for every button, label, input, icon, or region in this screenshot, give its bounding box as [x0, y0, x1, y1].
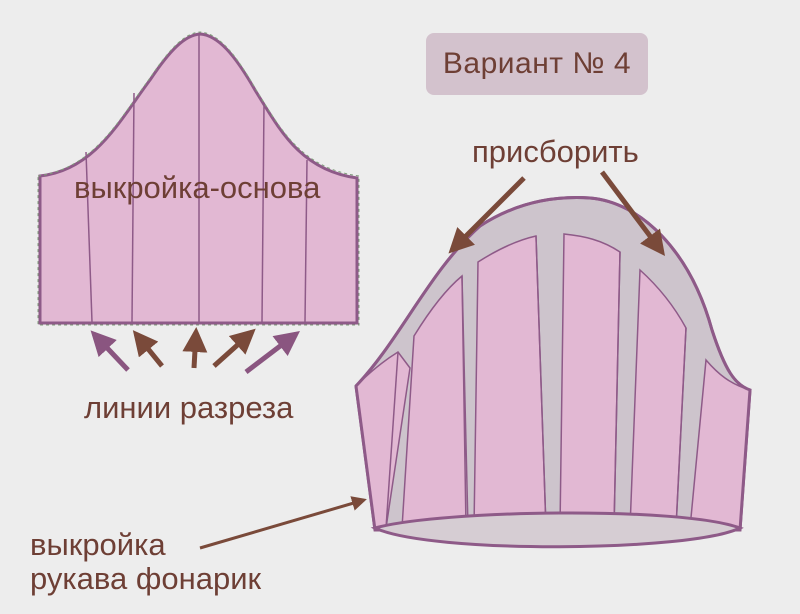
lantern-hem [370, 511, 744, 549]
gather-arrow-right [600, 170, 665, 256]
lantern-left-side [354, 385, 377, 531]
lantern-pointer-arrow [199, 496, 367, 550]
cut-line-arrows [90, 327, 300, 374]
lantern-divider-2 [461, 275, 469, 529]
cut-arrow-3 [182, 327, 208, 369]
base-sleeve-pattern [37, 31, 360, 326]
lantern-panel-3 [473, 235, 547, 529]
cut-arrow-2 [132, 330, 164, 368]
cut-arrow-5 [244, 330, 300, 374]
cut-line-5 [304, 159, 308, 323]
lantern-divider-3 [535, 235, 547, 529]
lantern-divider-4 [613, 251, 621, 529]
lantern-panel-4 [559, 233, 621, 529]
lantern-divider-1 [385, 351, 399, 529]
lantern-panel-2 [401, 274, 467, 529]
gather-arrow-left [448, 176, 526, 254]
base-pattern-label: выкройка-основа [74, 170, 321, 205]
lantern-outline [354, 196, 752, 531]
lantern-sleeve-label: выкройка рукава фонарик [30, 528, 261, 596]
cut-lines-label: линии разреза [84, 390, 294, 425]
lantern-label-line-2: рукава фонарик [30, 561, 262, 596]
cut-line-2 [131, 92, 135, 323]
lantern-divider-5 [675, 327, 687, 529]
cut-line-1 [85, 151, 93, 323]
variant-badge: Вариант № 4 [426, 33, 648, 95]
gather-label: присборить [472, 134, 639, 169]
cut-line-4 [261, 102, 265, 323]
lantern-label-line-1: выкройка [30, 527, 166, 562]
cut-arrow-4 [212, 328, 256, 368]
cut-arrow-1 [90, 330, 130, 372]
base-sleeve-dashed-edge [37, 31, 360, 326]
lantern-sleeve-pattern [354, 196, 752, 549]
gather-arrows [448, 170, 665, 256]
